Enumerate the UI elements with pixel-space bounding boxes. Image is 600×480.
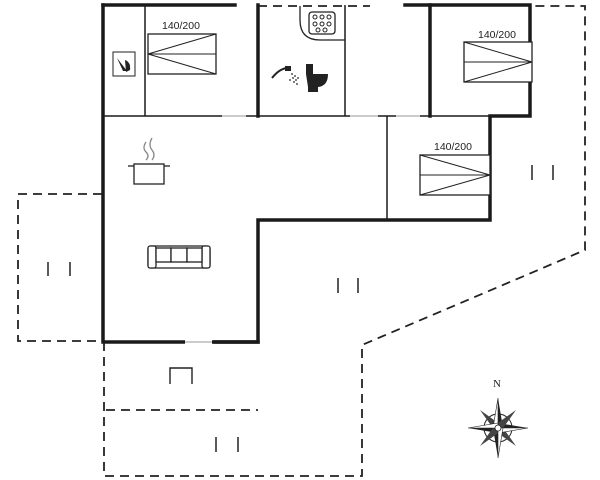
interior-walls	[103, 5, 490, 345]
toilet-icon	[306, 64, 328, 92]
bed-top-right: 140/200	[463, 29, 533, 83]
bed-size-label: 140/200	[162, 20, 200, 32]
terrace-south	[103, 5, 586, 477]
bed-middle-right: 140/200	[419, 141, 491, 196]
whirlpool-icon	[299, 6, 345, 41]
bed-icon	[147, 33, 217, 75]
deck-chair-icon	[169, 367, 193, 384]
bed-size-label: 140/200	[434, 141, 472, 153]
compass: N	[467, 378, 529, 459]
windows	[47, 165, 554, 452]
sofa-icon	[147, 245, 211, 269]
bed-icon	[419, 154, 491, 196]
terraces	[17, 5, 586, 477]
cooking-pot-icon	[128, 137, 170, 185]
bed-icon	[463, 41, 533, 83]
bed-size-label: 140/200	[478, 29, 516, 41]
shower-icon	[271, 66, 299, 85]
bed-top-left: 140/200	[147, 20, 217, 75]
toilet-icon	[112, 51, 136, 77]
north-label: N	[493, 378, 501, 390]
compass-rose-icon	[467, 397, 529, 459]
terrace-west	[17, 193, 102, 342]
